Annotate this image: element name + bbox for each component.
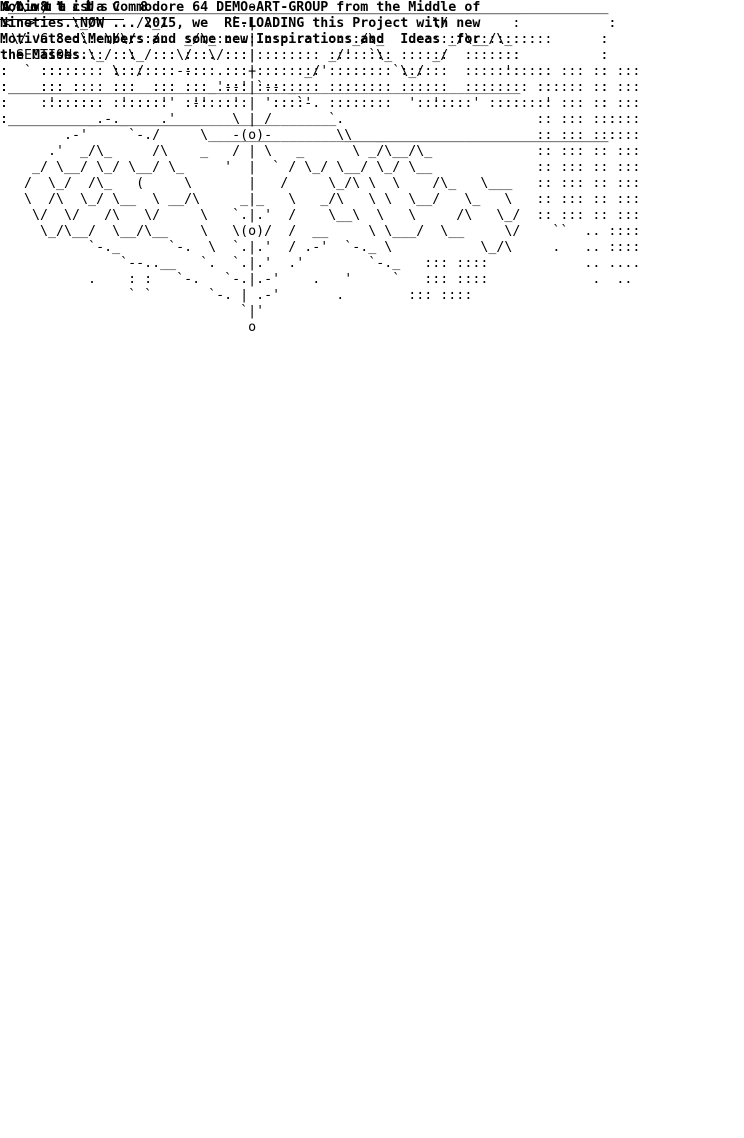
contact-banner: ________________________________________… <box>0 0 617 143</box>
contact-link[interactable]: Contact <box>0 0 111 20</box>
about-text: Motiv8 " is a Commodore 64 DEMO-ART-GROU… <box>0 0 481 63</box>
diamond-ornament-icon: /\ < > \/ <box>0 0 39 48</box>
about-us-banner: ________________________________________… <box>0 0 617 143</box>
header-ascii-art: o | . ' ` | . . | ` . + :: ::: :: ::: : <box>16 0 641 335</box>
frame-ascii-art: ________________________________________… <box>0 0 529 95</box>
pc-section-link[interactable]: ________ : : : PC : : SECTION: : : :____… <box>0 0 81 95</box>
